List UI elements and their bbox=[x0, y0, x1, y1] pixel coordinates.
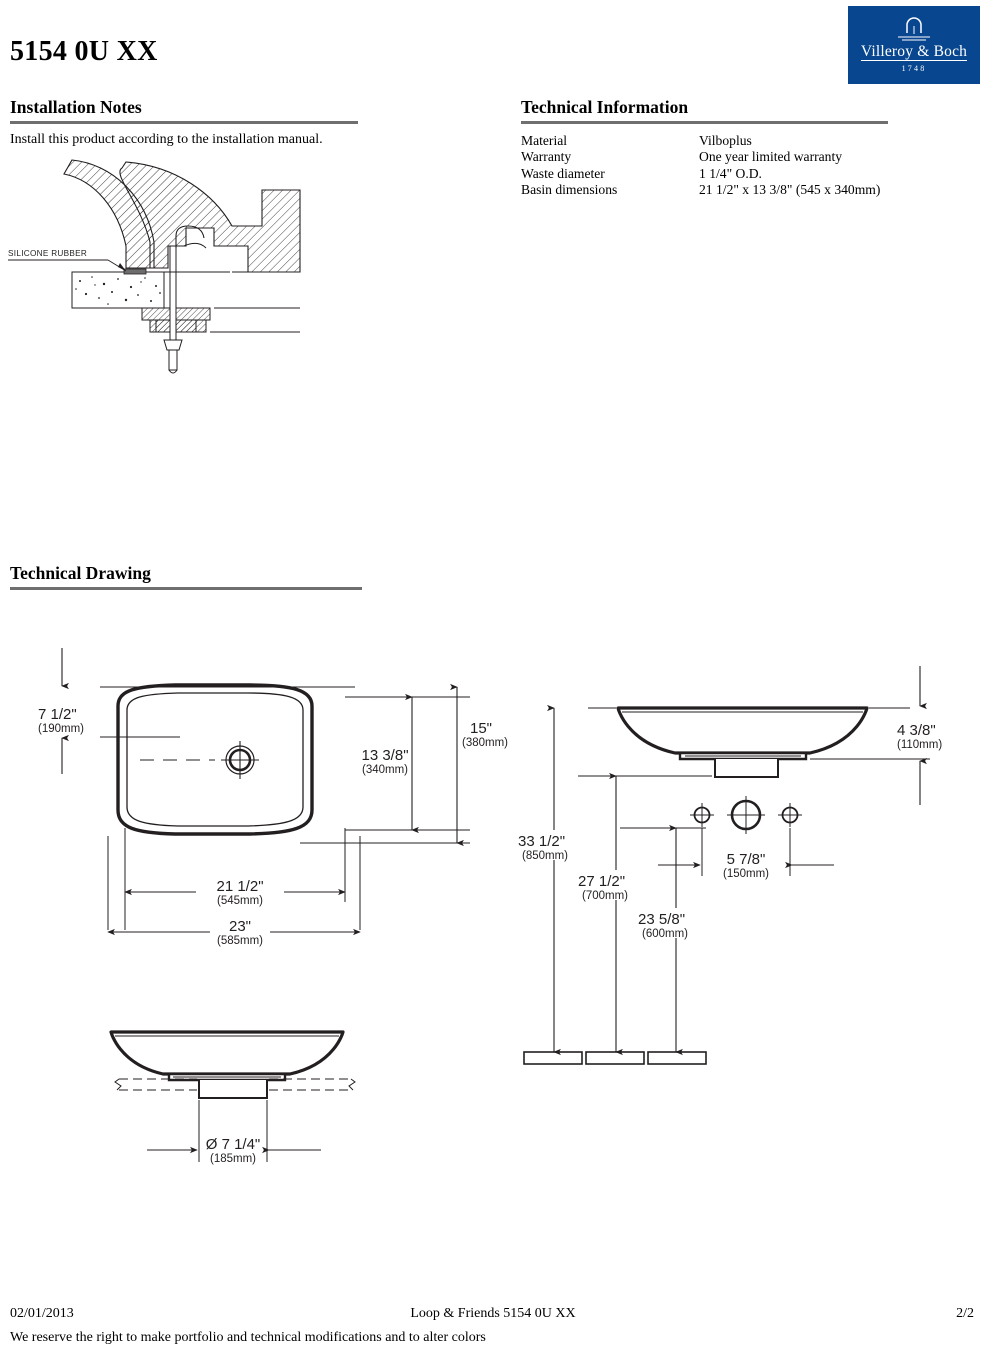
table-row: Waste diameter 1 1/4" O.D. bbox=[521, 166, 880, 182]
footer-product: Loop & Friends 5154 0U XX bbox=[410, 1306, 576, 1321]
tech-value: 21 1/2" x 13 3/8" (545 x 340mm) bbox=[699, 181, 881, 197]
dim-drain-diameter-imperial: Ø 7 1/4" bbox=[206, 1136, 261, 1153]
brand-logo: Villeroy & Boch 1748 bbox=[848, 6, 980, 84]
technical-drawing-rule bbox=[10, 587, 362, 590]
dim-27-1-2-metric: (700mm) bbox=[582, 890, 628, 902]
dim-21-1-2-metric: (545mm) bbox=[217, 895, 263, 907]
page-footer: 02/01/2013 Loop & Friends 5154 0U XX 2/2 bbox=[0, 1306, 986, 1326]
footer-page-number: 2/2 bbox=[956, 1306, 974, 1321]
technical-information-table: Material Vilboplus Warranty One year lim… bbox=[521, 133, 880, 198]
dim-21-1-2-imperial: 21 1/2" bbox=[216, 878, 263, 895]
tech-label: Basin dimensions bbox=[521, 181, 618, 197]
dim-33-1-2-imperial: 33 1/2" bbox=[518, 833, 565, 850]
tech-value: One year limited warranty bbox=[699, 149, 843, 165]
table-row: Material Vilboplus bbox=[521, 133, 880, 149]
dim-5-7-8-imperial: 5 7/8" bbox=[727, 851, 766, 868]
dim-33-1-2-metric: (850mm) bbox=[522, 850, 568, 862]
technical-information-rule bbox=[521, 121, 888, 124]
footer-disclaimer: We reserve the right to make portfolio a… bbox=[10, 1330, 486, 1345]
installation-notes-rule bbox=[10, 121, 358, 124]
dim-23-5-8-metric: (600mm) bbox=[642, 928, 688, 940]
dim-5-7-8-metric: (150mm) bbox=[723, 868, 769, 880]
tech-value: Vilboplus bbox=[699, 133, 752, 148]
technical-drawing-heading: Technical Drawing bbox=[10, 563, 151, 583]
dim-4-3-8-metric: (110mm) bbox=[897, 739, 942, 751]
arch-fountain-icon bbox=[898, 17, 930, 41]
dim-7-1-2-metric: (190mm) bbox=[38, 723, 84, 735]
brand-year: 1748 bbox=[901, 64, 927, 74]
side-section-drawing: Ø 7 1/4" (185mm) bbox=[85, 1020, 405, 1200]
dim-15-metric: (380mm) bbox=[462, 737, 508, 749]
installation-note-text: Install this product according to the in… bbox=[10, 132, 323, 147]
technical-information-heading: Technical Information bbox=[521, 97, 689, 117]
tech-label: Waste diameter bbox=[521, 165, 605, 181]
dim-23-metric: (585mm) bbox=[217, 935, 263, 947]
installation-section-diagram: SILICONE RUBBER bbox=[0, 150, 301, 390]
dim-drain-diameter-metric: (185mm) bbox=[210, 1153, 256, 1165]
page-title: 5154 0U XX bbox=[10, 36, 158, 67]
dim-23-5-8-imperial: 23 5/8" bbox=[638, 911, 685, 928]
tech-label: Warranty bbox=[521, 149, 572, 165]
footer-date: 02/01/2013 bbox=[10, 1306, 74, 1321]
table-row: Basin dimensions 21 1/2" x 13 3/8" (545 … bbox=[521, 182, 880, 198]
tech-value: 1 1/4" O.D. bbox=[699, 165, 762, 181]
top-view-drawing: 7 1/2" (190mm) 13 3/8" (340mm) 15" (380m… bbox=[0, 640, 508, 980]
silicone-rubber-label: SILICONE RUBBER bbox=[8, 249, 87, 258]
table-row: Warranty One year limited warranty bbox=[521, 149, 880, 165]
dim-7-1-2-imperial: 7 1/2" bbox=[38, 706, 77, 723]
installation-notes-heading: Installation Notes bbox=[10, 97, 142, 117]
dim-27-1-2-imperial: 27 1/2" bbox=[578, 873, 625, 890]
front-elevation-drawing: 4 3/8" (110mm) 5 7/8" (150mm) bbox=[510, 660, 986, 1080]
tech-label: Material bbox=[521, 133, 568, 148]
dim-23-imperial: 23" bbox=[229, 918, 251, 935]
dim-13-3-8-imperial: 13 3/8" bbox=[361, 747, 408, 764]
dim-13-3-8-metric: (340mm) bbox=[362, 764, 408, 776]
dim-15-imperial: 15" bbox=[470, 720, 492, 737]
brand-name: Villeroy & Boch bbox=[860, 42, 968, 62]
dim-4-3-8-imperial: 4 3/8" bbox=[897, 722, 936, 739]
